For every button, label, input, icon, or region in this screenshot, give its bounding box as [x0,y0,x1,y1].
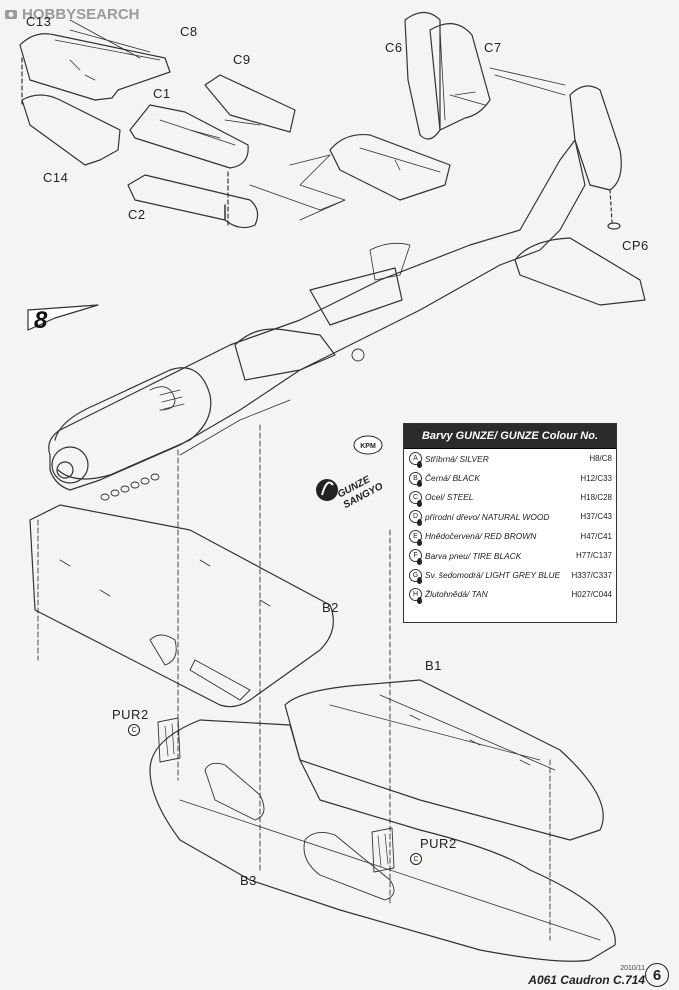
label-c13: C13 [26,14,52,29]
part-b1 [284,679,604,841]
part-b2 [29,504,334,708]
step-number: 8 [34,307,48,334]
paint-drop-icon [417,596,422,604]
label-c9: C9 [233,52,251,67]
part-c14 [21,94,121,166]
label-b2: B2 [322,600,339,615]
label-pur2-left: PUR2 [112,707,149,722]
part-c7 [429,23,491,131]
paint-drop-icon [417,480,422,488]
part-cp6-shape [607,222,621,230]
label-c14: C14 [43,170,69,185]
paint-callout-left: C [128,724,140,736]
footer-title: A061 Caudron C.714 [528,973,645,987]
paint-code: H37/C43 [580,512,612,522]
paint-code: H77/C137 [575,551,612,561]
paint-name: Žlutohnědá/ TAN [425,589,488,600]
svg-text:KPM: KPM [360,443,376,450]
paint-name: Sv. šedomodrá/ LIGHT GREY BLUE [425,570,561,581]
paint-name: Hnědočervená/ RED BROWN [425,531,537,542]
paint-name: Ocel/ STEEL [425,492,474,503]
part-c2 [127,174,259,229]
paint-code: H8/C8 [589,454,612,464]
label-b3: B3 [240,873,257,888]
paint-code: H47/C41 [580,531,612,541]
tailplane [514,237,646,306]
paint-name: Barva pneu/ TIRE BLACK [425,550,522,561]
part-c13 [19,33,171,101]
watermark-text: HOBBYSEARCH [22,5,140,23]
part-c9 [204,74,296,133]
paint-name: Černá/ BLACK [425,473,480,484]
paint-drop-icon [417,519,422,527]
label-b1: B1 [425,658,442,673]
label-c6: C6 [385,40,403,55]
paint-code: H12/C33 [580,473,612,483]
paint-drop-icon [417,538,422,546]
page-number: 6 [645,963,669,987]
hobbysearch-watermark: HOBBYSEARCH [4,4,140,24]
fuselage [48,139,586,491]
part-c1 [129,104,249,169]
paint-drop-icon [417,557,422,565]
part-stabilizer-right [329,133,451,201]
paint-drop-icon [417,577,422,585]
paint-callout-right: C [410,853,422,865]
paint-name: Stříbrná/ SILVER [425,453,489,464]
label-c7: C7 [484,40,502,55]
fin-rudder [569,85,622,191]
paint-table-header: Barvy GUNZE/ GUNZE Colour No. [404,424,616,449]
label-c8: C8 [180,24,198,39]
paint-name: přírodní dřevo/ NATURAL WOOD [425,511,550,522]
step-badge: 8 [26,305,104,337]
label-cp6: CP6 [622,238,649,253]
paint-drop-icon [417,499,422,507]
label-pur2-right: PUR2 [420,836,457,851]
footer-date: 2010/11 [620,965,645,972]
label-c2: C2 [128,207,146,222]
camera-icon [5,10,17,19]
paint-drop-icon [417,461,422,468]
paint-code: H18/C28 [580,492,612,502]
paint-code: H027/C044 [571,589,612,599]
paint-code: H337/C337 [571,570,612,580]
label-c1: C1 [153,86,171,101]
part-b3 [149,719,616,962]
gunze-sangyo-logo: KPM GUNZE SANGYO [316,435,385,511]
